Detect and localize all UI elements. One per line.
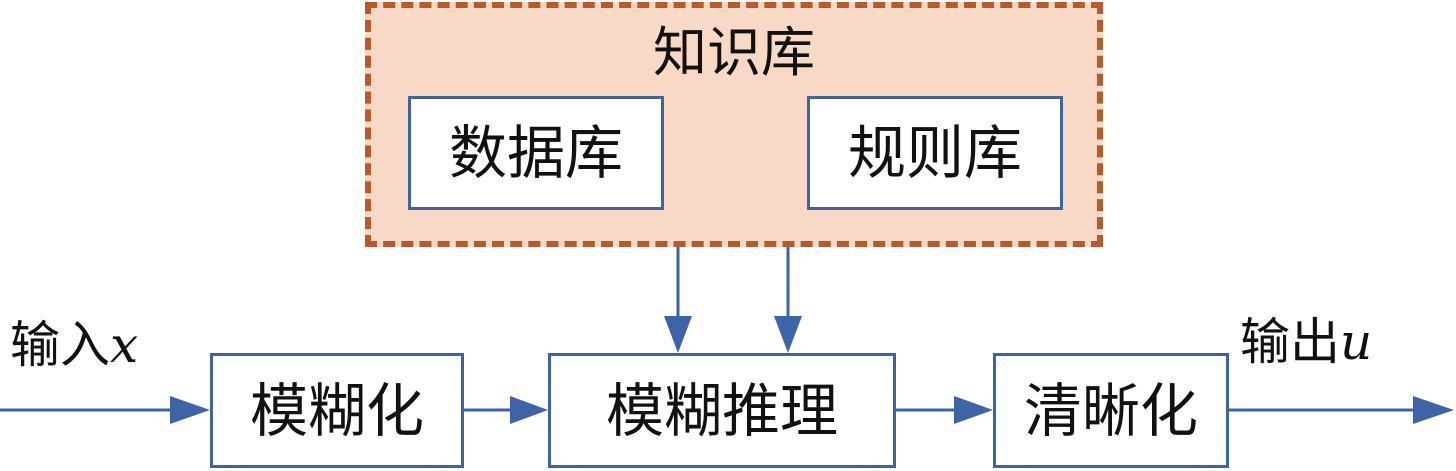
output-variable: u xyxy=(1340,313,1373,371)
rulebase-to-inference-arrowhead xyxy=(774,316,802,353)
inference-label: 模糊推理 xyxy=(605,376,838,445)
input-label: 输入x xyxy=(10,320,138,370)
defuzzify-label: 清晰化 xyxy=(1023,376,1198,445)
output-label: 输出u xyxy=(1240,317,1372,367)
knowledge-base-title: 知识库 xyxy=(653,21,815,84)
inference-to-defuzzify-arrowhead xyxy=(954,396,993,424)
input-text: 输入 xyxy=(10,316,110,374)
rule-base-box: 规则库 xyxy=(807,96,1063,210)
rule-base-label: 规则库 xyxy=(847,119,1022,187)
database-box: 数据库 xyxy=(408,96,664,210)
fuzzify-box: 模糊化 xyxy=(210,353,464,468)
fuzzify-label: 模糊化 xyxy=(249,376,424,445)
output-arrowhead xyxy=(1413,396,1454,424)
fuzzify-to-inference-arrowhead xyxy=(510,396,548,424)
database-label: 数据库 xyxy=(448,119,623,187)
database-to-inference-arrowhead xyxy=(664,316,692,353)
output-text: 输出 xyxy=(1240,313,1340,371)
input-variable: x xyxy=(110,316,139,374)
inference-box: 模糊推理 xyxy=(548,353,896,468)
input-arrowhead xyxy=(170,396,210,424)
defuzzify-box: 清晰化 xyxy=(993,353,1229,468)
